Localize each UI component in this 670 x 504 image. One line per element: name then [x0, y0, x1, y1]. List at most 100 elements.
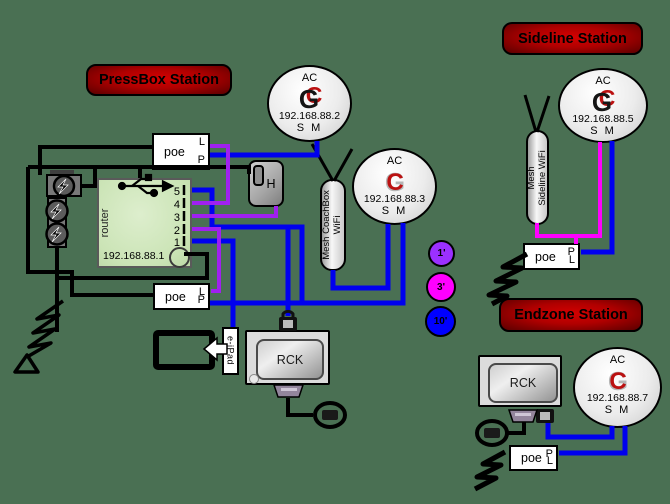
mouse-cable [508, 421, 526, 435]
usb-slot [253, 165, 264, 186]
router-box: router 5 4 3 2 1 192.168.88.1 [97, 178, 192, 268]
poe-port-P: P [567, 246, 575, 258]
rck-screen: RCK [256, 339, 324, 380]
pressbox-station-label: PressBox Station [86, 64, 232, 96]
access-point-88-7: AC G C 192.168.88.7 S M [573, 347, 662, 428]
power-strip-top [46, 174, 82, 197]
ap-type: AC [609, 354, 626, 366]
poe-label: poe [164, 144, 185, 159]
mouse-icon [313, 401, 347, 429]
poe-port-L: L [546, 455, 553, 467]
poe-port-L: L [198, 136, 205, 148]
pressbox-station-text: PressBox Station [98, 72, 220, 88]
router-port-2: 2 [173, 225, 180, 237]
tablet-device [153, 330, 215, 370]
antenna-icon [310, 143, 354, 182]
rck-screen: RCK [488, 363, 558, 403]
rck-label: RCK [276, 352, 304, 367]
ap-ip: 192.168.88.7 [586, 392, 649, 404]
endzone-station-label: Endzone Station [499, 298, 643, 332]
mesh-coachbox-node: Mesh CoachBox WiFi [320, 179, 346, 271]
gc-logo-icon: C G [298, 84, 322, 112]
router-power-jack [169, 247, 190, 268]
svg-text:C: C [599, 87, 616, 111]
svg-text:C: C [305, 84, 322, 108]
epad-label: e-iPad [225, 336, 236, 366]
power-cord-squiggle-icon [473, 449, 507, 492]
endzone-station-text: Endzone Station [514, 307, 628, 323]
svg-text:G: G [592, 87, 612, 115]
poe-port-L: L [568, 254, 575, 266]
gc-logo-icon: G C [607, 366, 627, 394]
poe-label: poe [521, 451, 542, 465]
poe-label: poe [535, 249, 556, 264]
distance-marker-1ft: 1' [428, 240, 455, 267]
svg-text:C: C [386, 169, 403, 195]
ap-ip: 192.168.88.2 [278, 110, 341, 122]
mesh-sideline-label: Mesh Sideline WiFi [525, 149, 548, 206]
power-strip-vertical [47, 197, 67, 248]
svg-text:G: G [384, 167, 404, 195]
mesh-coachbox-label: Mesh CoachBox WiFi [321, 190, 344, 260]
cable-port2-to-poe [192, 227, 221, 293]
ap-ports: S M [381, 205, 408, 217]
svg-text:G: G [298, 84, 318, 112]
vga-connector-icon [507, 409, 539, 423]
router-port-3: 3 [173, 212, 180, 224]
gc-logo-icon: C G [592, 87, 616, 115]
mouse-icons [313, 401, 509, 447]
ethernet-dongle-icon [536, 409, 554, 423]
access-point-88-2: AC C G 192.168.88.2 S M [267, 65, 352, 142]
sideline-station-text: Sideline Station [518, 30, 627, 47]
antenna-icon [523, 94, 551, 133]
power-cord-squiggle-icon [486, 251, 529, 307]
ap-ip: 192.168.88.5 [572, 113, 634, 125]
ethernet-cable-ap5-to-poe [581, 141, 615, 255]
dongle-handle [281, 309, 295, 318]
distance-marker-10ft: 10' [425, 306, 456, 337]
cable-port3-to-usbdrive [192, 206, 278, 218]
vga-connector-icon [272, 384, 305, 398]
poe-injector-pressbox-top: poe L P [152, 133, 210, 170]
ap-ports: S M [604, 404, 631, 416]
router-port-4: 4 [173, 199, 180, 211]
poe-label: poe [165, 289, 186, 304]
ap-ports: S M [590, 125, 616, 137]
mouse-cable [286, 398, 313, 417]
access-point-88-5: AC C G 192.168.88.5 S M [558, 68, 648, 143]
gc-logo-icon: G C [384, 167, 404, 195]
rck-computer-pressbox: RCK [245, 330, 330, 385]
router-port-5: 5 [173, 186, 180, 198]
ap-ip: 192.168.88.3 [363, 193, 426, 205]
rck-label: RCK [509, 376, 537, 390]
svg-text:C: C [609, 368, 626, 394]
poe-injector-endzone: poe P L [509, 445, 558, 471]
usb-drive-label: H [266, 176, 276, 191]
power-cable [82, 167, 97, 188]
poe-port-P: P [545, 448, 553, 460]
ap-type: AC [301, 72, 318, 84]
mesh-sideline-node: Mesh Sideline WiFi [526, 130, 549, 225]
poe-injector-pressbox-bottom: poe L P [153, 283, 210, 310]
epad-tag: e-iPad [222, 327, 239, 375]
sideline-station-label: Sideline Station [502, 22, 643, 55]
ethernet-cable-poe-to-ap2 [210, 141, 320, 158]
access-point-88-3: AC G C 192.168.88.3 S M [352, 148, 437, 225]
power-led [249, 374, 259, 384]
ethernet-dongle-icon [279, 317, 297, 331]
poe-port-P: P [197, 294, 205, 306]
usb-drive: H [248, 160, 284, 207]
distance-marker-3ft: 3' [426, 272, 456, 302]
ap-type: AC [595, 75, 611, 87]
ethernet-cable-poe-to-ap3 [210, 223, 406, 306]
poe-port-P: P [197, 154, 205, 166]
ethernet-cable-ap7-to-poe [559, 426, 628, 456]
svg-text:G: G [607, 366, 627, 394]
coiled-cable-icon [13, 299, 64, 374]
router-port-1: 1 [173, 237, 180, 249]
ap-ports: S M [296, 122, 323, 134]
mouse-icon [475, 419, 509, 447]
poe-injector-sideline: poe P L [523, 243, 580, 270]
rck-computer-endzone: RCK [478, 355, 562, 407]
